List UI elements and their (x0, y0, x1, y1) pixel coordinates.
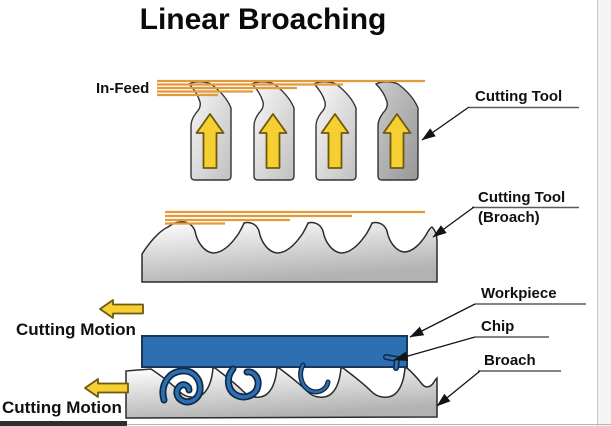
page-edge-band (598, 0, 611, 426)
cutting-motion-upper-label: Cutting Motion (16, 320, 136, 339)
broach-tool-label-line1: Cutting Tool (478, 189, 566, 206)
cutting-motion-arrow-upper-icon (99, 299, 144, 319)
label-underlines (469, 106, 586, 372)
bottom-edge-line (0, 424, 611, 425)
leader-workpiece (409, 303, 476, 338)
leader-broach (436, 370, 481, 407)
broach-feed-lines (165, 210, 425, 225)
leader-cutting-tool (421, 106, 470, 141)
workpiece-label: Workpiece (481, 285, 557, 302)
bottom-edge-bar (0, 421, 127, 426)
up-arrow-icon-1 (195, 113, 225, 169)
page-edge-line (597, 0, 598, 426)
broach-tool-shape (141, 221, 438, 283)
chip-label: Chip (481, 318, 515, 335)
page-title: Linear Broaching (139, 3, 387, 36)
broaching-action-section (84, 299, 438, 419)
broach-tool-label-line2: (Broach) (478, 209, 540, 226)
broach-shape (125, 367, 438, 419)
up-arrow-icon-2 (258, 113, 288, 169)
leader-chip (393, 336, 476, 361)
in-feed-lines (157, 79, 425, 97)
cutting-motion-arrow-lower-icon (84, 378, 129, 398)
leader-lines (393, 106, 481, 407)
up-arrow-icon-3 (320, 113, 350, 169)
broach-tool-section (141, 210, 438, 283)
leader-broach-tool (432, 206, 475, 238)
workpiece-shape (141, 335, 408, 368)
cutting-tool-row (157, 79, 425, 181)
broach-label: Broach (484, 352, 536, 369)
cutting-tool-label: Cutting Tool (475, 88, 563, 105)
in-feed-label: In-Feed (96, 80, 150, 97)
cutting-motion-lower-label: Cutting Motion (2, 398, 122, 417)
up-arrow-icon-4 (382, 113, 412, 169)
